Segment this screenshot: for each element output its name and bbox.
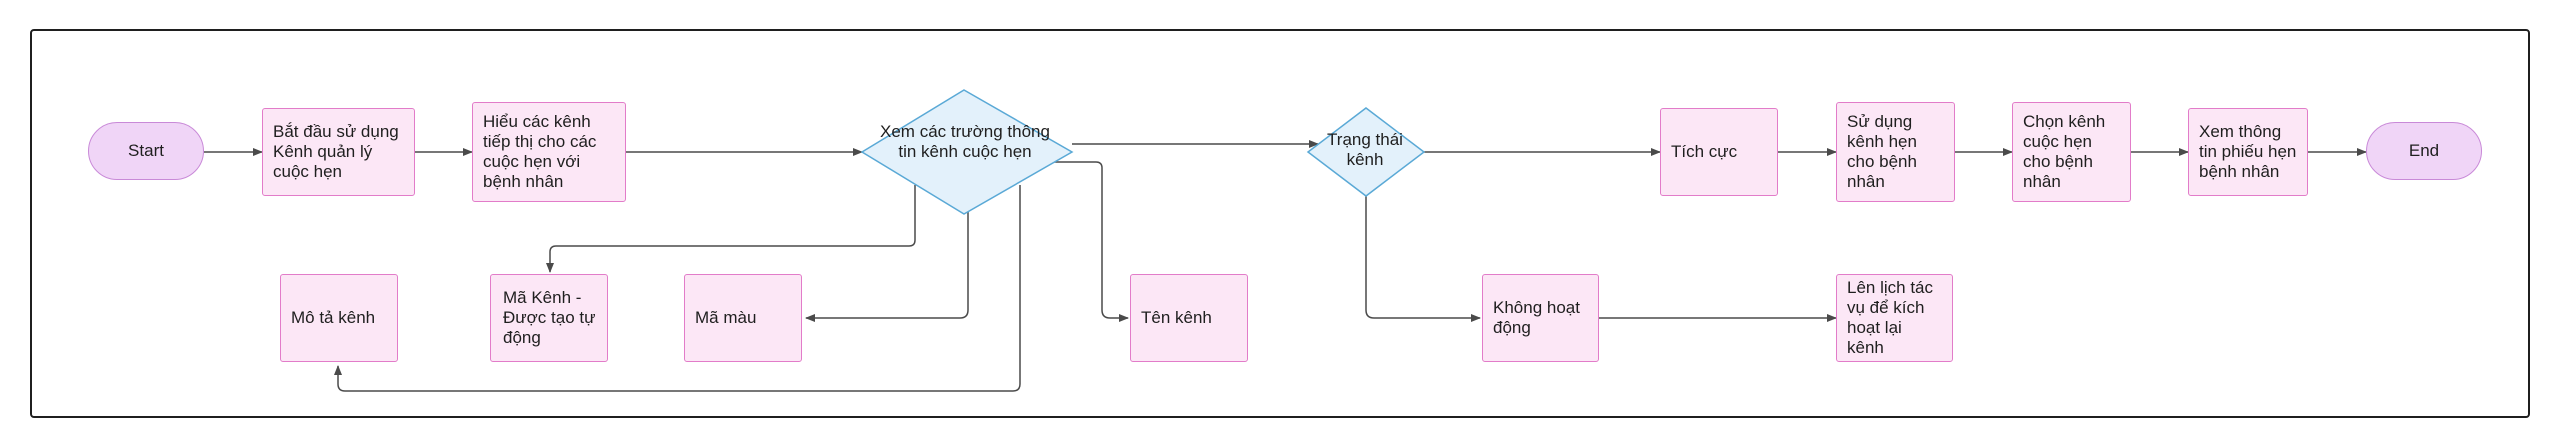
view-fields-label: Xem các trường thông tin kênh cuộc hẹn — [880, 122, 1050, 161]
use-channel-node: Sử dụng kênh hẹn cho bệnh nhân — [1836, 102, 1955, 202]
inactive-node: Không hoạt động — [1482, 274, 1599, 362]
channel-name-node: Tên kênh — [1130, 274, 1248, 362]
understand-channels-label: Hiểu các kênh tiếp thị cho các cuộc hẹn … — [483, 112, 597, 191]
view-ticket-label: Xem thông tin phiếu hẹn bệnh nhân — [2199, 122, 2297, 181]
color-code-node: Mã màu — [684, 274, 802, 362]
channel-code-label: Mã Kênh - Được tạo tự động — [503, 288, 596, 347]
view-ticket-node: Xem thông tin phiếu hẹn bệnh nhân — [2188, 108, 2308, 196]
end-label: End — [2408, 141, 2440, 160]
active-label: Tích cực — [1671, 142, 1738, 161]
edge-view-to-color-code — [805, 210, 969, 322]
begin-using-node: Bắt đầu sử dụng Kênh quản lý cuộc hẹn — [262, 108, 415, 196]
use-channel-label: Sử dụng kênh hẹn cho bệnh nhân — [1847, 112, 1917, 191]
active-node: Tích cực — [1660, 108, 1778, 196]
channel-code-node: Mã Kênh - Được tạo tự động — [490, 274, 608, 362]
start-node: Start — [88, 122, 204, 180]
channel-description-node: Mô tả kênh — [280, 274, 398, 362]
choose-channel-label: Chọn kênh cuộc hẹn cho bệnh nhân — [2023, 112, 2106, 191]
schedule-reactivate-label: Lên lịch tác vụ để kích hoạt lại kênh — [1847, 278, 1933, 357]
schedule-reactivate-node: Lên lịch tác vụ để kích hoạt lại kênh — [1836, 274, 1953, 362]
channel-name-label: Tên kênh — [1141, 308, 1212, 327]
understand-channels-node: Hiểu các kênh tiếp thị cho các cuộc hẹn … — [472, 102, 626, 202]
end-node: End — [2366, 122, 2482, 180]
edge-view-to-description — [334, 185, 1021, 392]
decision-view-fields — [860, 89, 1074, 215]
start-label: Start — [128, 141, 164, 160]
channel-description-label: Mô tả kênh — [291, 308, 376, 327]
diagram-frame — [30, 29, 2530, 418]
begin-using-label: Bắt đầu sử dụng Kênh quản lý cuộc hẹn — [273, 122, 399, 181]
decision-channel-status — [1306, 107, 1426, 197]
inactive-label: Không hoạt động — [1493, 298, 1580, 337]
choose-channel-node: Chọn kênh cuộc hẹn cho bệnh nhân — [2012, 102, 2131, 202]
channel-status-label: Trạng thái kênh — [1327, 130, 1403, 169]
edge-view-to-channel-code — [546, 185, 916, 273]
color-code-label: Mã màu — [695, 308, 757, 327]
edge-view-to-channel-name — [1044, 161, 1129, 322]
edge-status-to-inactive — [1365, 192, 1481, 322]
